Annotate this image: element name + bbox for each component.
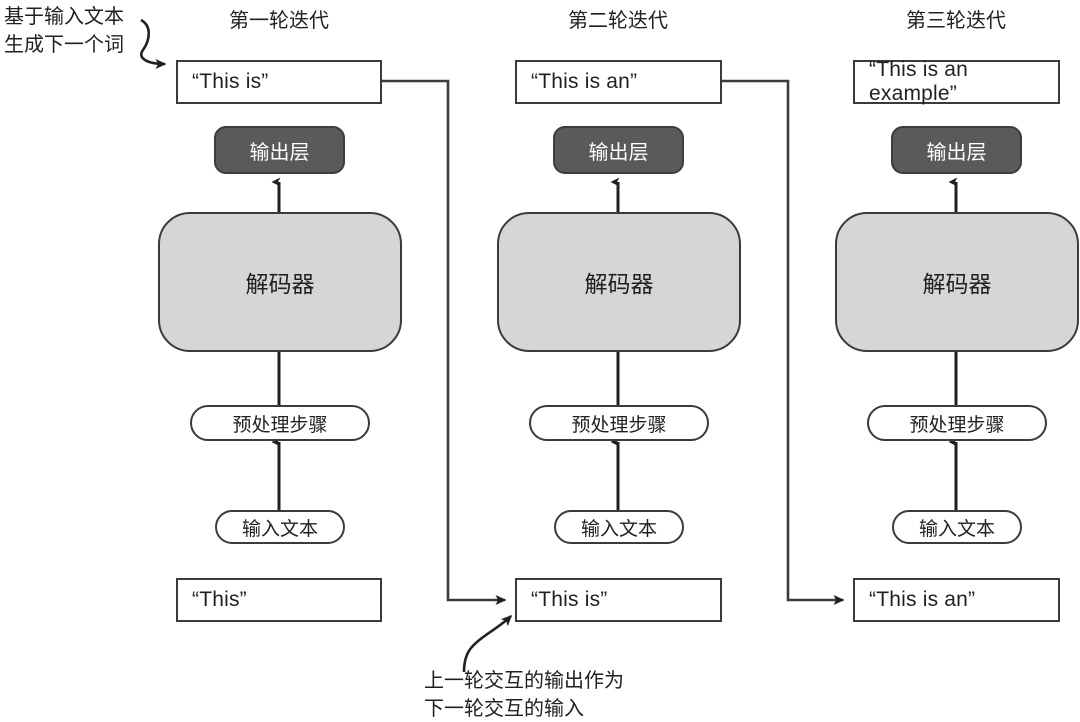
col2-input-text-box[interactable]: “This is”: [515, 578, 722, 622]
col2-decoder-box[interactable]: 解码器: [497, 212, 741, 352]
col2-preprocess-box[interactable]: 预处理步骤: [529, 405, 709, 441]
col2-input-node-box[interactable]: 输入文本: [554, 510, 684, 544]
col3-input-node-box[interactable]: 输入文本: [892, 510, 1022, 544]
col1-output-text-box[interactable]: “This is”: [176, 60, 382, 104]
feedback-connector-1: [382, 79, 507, 605]
col3-input-text-box[interactable]: “This is an”: [853, 578, 1060, 622]
col2-output-layer-box[interactable]: 输出层: [553, 126, 684, 174]
col3-output-layer-box[interactable]: 输出层: [891, 126, 1022, 174]
col1-decoder-box[interactable]: 解码器: [158, 212, 402, 352]
col2-output-text-box[interactable]: “This is an”: [515, 60, 722, 104]
col1-input-text-box[interactable]: “This”: [176, 578, 382, 622]
column-header-iteration-3: 第三轮迭代: [906, 10, 1006, 32]
annotation-top-left: 基于输入文本 生成下一个词: [4, 6, 124, 56]
annotation-bottom: 上一轮交互的输出作为 下一轮交互的输入: [424, 670, 624, 720]
annotation-arrow-top: [140, 18, 167, 69]
feedback-connector-2: [722, 79, 845, 605]
column-header-iteration-1: 第一轮迭代: [229, 10, 329, 32]
annotation-arrow-bottom: [462, 614, 513, 673]
col1-preprocess-box[interactable]: 预处理步骤: [190, 405, 370, 441]
column-header-iteration-2: 第二轮迭代: [568, 10, 668, 32]
col3-output-text-box[interactable]: “This is an example”: [853, 58, 1060, 105]
col3-preprocess-box[interactable]: 预处理步骤: [867, 405, 1047, 441]
col1-output-layer-box[interactable]: 输出层: [214, 126, 345, 174]
col3-decoder-box[interactable]: 解码器: [835, 212, 1079, 352]
col1-input-node-box[interactable]: 输入文本: [215, 510, 345, 544]
